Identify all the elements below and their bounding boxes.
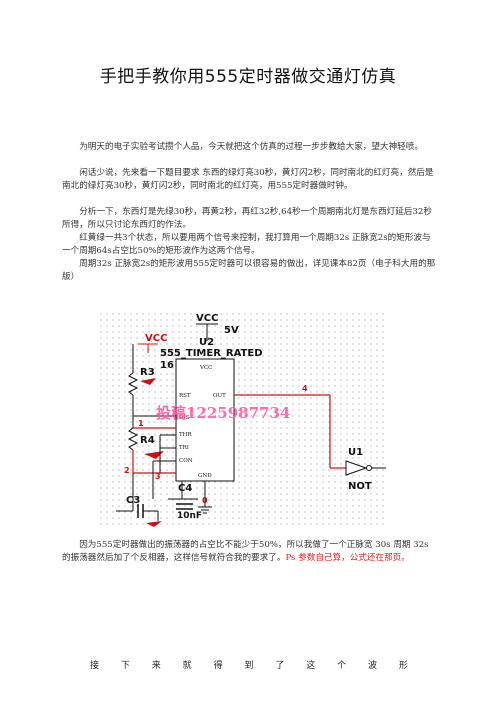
u2-label: U2	[199, 337, 214, 348]
node-1-label: 1	[138, 419, 144, 428]
spread-char: 这	[306, 661, 316, 671]
spread-char: 到	[244, 661, 254, 671]
c4-label: C4	[178, 483, 192, 494]
c4-value-label: 10nF	[177, 511, 202, 521]
spread-char: 波	[368, 661, 378, 671]
pin-thr: THR	[179, 432, 192, 438]
not-gate-label: NOT	[348, 481, 372, 492]
r4-label: R4	[140, 435, 155, 446]
chip-pin-count-label: 16	[160, 360, 174, 371]
c3-label: C3	[126, 495, 140, 506]
spread-char: 下	[120, 661, 130, 671]
spread-char: 得	[213, 661, 223, 671]
pin-con: CON	[179, 458, 193, 464]
vcc-top-label: VCC	[196, 313, 218, 324]
after-main-text: 因为555定时器做出的振荡器的占空比不能少于50%，所以我做了一个正脉宽 30s…	[62, 540, 429, 563]
pin-gnd: GND	[198, 473, 212, 479]
circuit-schematic: VCC 5V U2 555_TIMER_RATED 16 VCC R3 VCC …	[98, 311, 388, 529]
spread-char: 了	[275, 661, 285, 671]
paragraph-signals: 红黄绿一共3个状态，所以要用两个信号来控制，我打算用一个周期32s 正脉宽2s的…	[62, 233, 431, 256]
vcc-voltage-label: 5V	[224, 325, 239, 336]
spread-char: 形	[398, 661, 408, 671]
spread-char: 个	[337, 661, 347, 671]
node-2-label: 2	[124, 466, 130, 475]
node-3-label: 3	[155, 472, 161, 481]
paragraph-after-circuit: 因为555定时器做出的振荡器的占空比不能少于50%，所以我做了一个正脉宽 30s…	[62, 539, 436, 565]
pin-vcc: VCC	[199, 365, 212, 371]
chip-name-label: 555_TIMER_RATED	[160, 348, 263, 359]
pin-out: OUT	[213, 393, 226, 399]
pin-dis: DIS	[179, 415, 190, 421]
paragraph-analysis: 分析一下，东西灯是先绿30秒，再黄2秒，再红32秒,64秒一个周期南北灯是东西灯…	[62, 207, 432, 230]
after-red-note: Ps 参数自己算，公式还在那页。	[285, 553, 410, 563]
page-title: 手把手教你用555定时器做交通灯仿真	[99, 67, 397, 87]
not-gate-symbol	[345, 460, 368, 476]
circuit-drawing: VCC 5V U2 555_TIMER_RATED 16 VCC R3 VCC …	[116, 313, 386, 527]
spread-char: 接	[90, 661, 100, 671]
paragraph-intro: 为明天的电子实验考试攒个人品，今天就把这个仿真的过程一步步教给大家，望大神轻喷。	[79, 142, 423, 152]
watermark-text: 投稿1225987734	[156, 404, 290, 422]
paragraph-textbook: 周期32s 正脉宽2s的矩形波用555定时器可以很容易的做出，详见课本82页（电…	[62, 259, 436, 282]
spread-line: 接 下 来 就 得 到 了 这 个 波 形	[62, 658, 436, 671]
spread-char: 就	[182, 661, 192, 671]
u1-label: U1	[348, 447, 363, 458]
r3-label: R3	[140, 367, 155, 378]
pin-rst: RST	[179, 393, 191, 399]
pin-tri: TRI	[179, 445, 189, 451]
vcc-left-label: VCC	[145, 333, 167, 344]
node-0-label: 0	[202, 496, 208, 505]
node-4-label: 4	[302, 384, 308, 393]
spread-char: 来	[151, 661, 161, 671]
paragraph-requirements: 闲话少说，先来看一下题目要求 东西的绿灯亮30秒，黄灯闪2秒，同时南北的红灯亮，…	[62, 168, 434, 191]
